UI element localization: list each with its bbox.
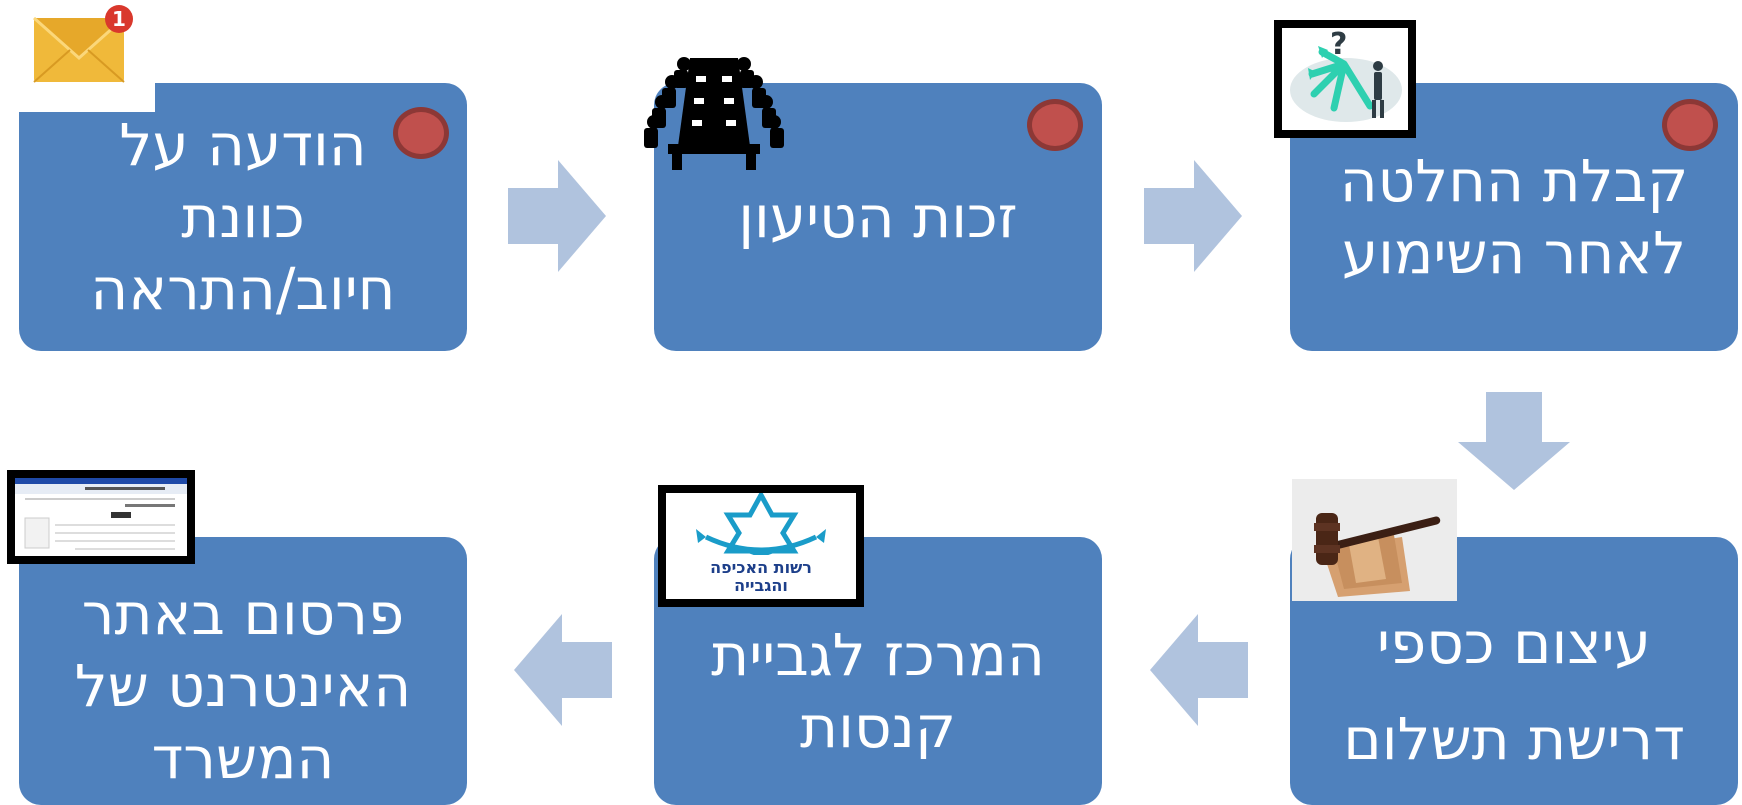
arrow-right-icon — [508, 160, 606, 272]
arrow-right-icon — [1144, 160, 1242, 272]
step-6-line-3: המשרד — [151, 724, 335, 792]
step-1-line-3: חיוב/התראה — [90, 255, 396, 323]
notification-badge: 1 — [112, 7, 126, 31]
decision-arrows-icon: ? — [1274, 20, 1416, 138]
website-screenshot-image — [7, 470, 195, 564]
step-6-line-1: פרסום באתר — [81, 580, 405, 648]
authority-logo-text: רשות האכיפה והגבייה — [710, 558, 812, 595]
status-dot — [393, 107, 449, 159]
step-2-line-1: זכות הטיעון — [738, 183, 1018, 251]
envelope-icon: 1 — [0, 0, 155, 112]
svg-text:?: ? — [1330, 28, 1347, 62]
gavel-money-image — [1292, 479, 1457, 601]
status-dot — [1027, 99, 1083, 151]
meeting-table-icon — [638, 46, 790, 172]
arrow-left-icon — [1150, 614, 1248, 726]
step-5-line-2: קנסות — [800, 693, 956, 761]
status-dot — [1662, 99, 1718, 151]
step-4-line-2: דרישת תשלום — [1343, 705, 1685, 773]
arrow-down-icon — [1458, 392, 1570, 490]
step-5-line-1: המרכז לגביית — [711, 621, 1045, 689]
step-4-line-1: עיצום כספי — [1377, 609, 1651, 677]
step-6-line-2: האינטרנט של — [74, 652, 412, 720]
step-1-line-2: כוונת — [181, 183, 305, 251]
step-3-line-1: קבלת החלטה — [1339, 147, 1689, 215]
arrow-left-icon — [514, 614, 612, 726]
step-1-line-1: הודעה על — [119, 111, 367, 179]
step-3-line-2: לאחר השימוע — [1341, 219, 1687, 287]
authority-logo: רשות האכיפה והגבייה — [658, 485, 864, 607]
